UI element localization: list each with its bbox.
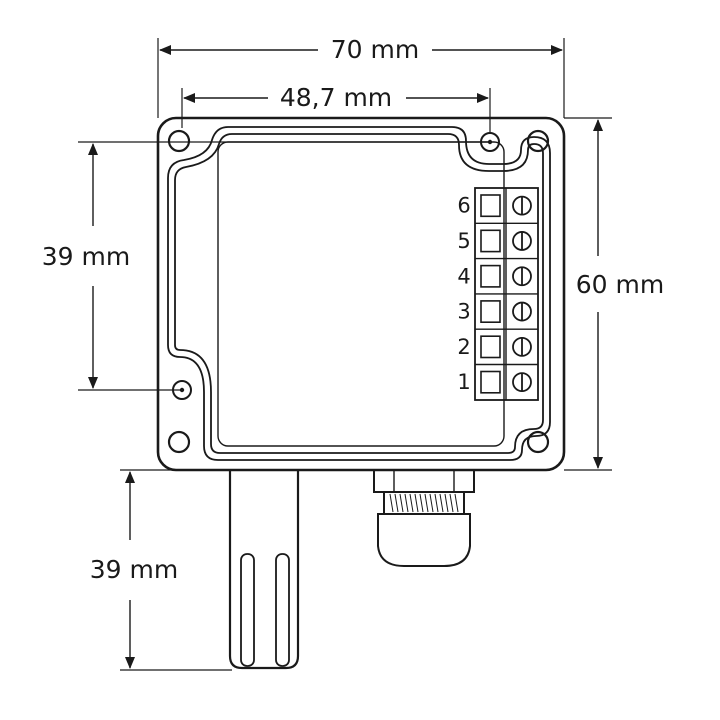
screw-top-left — [167, 129, 191, 153]
dimension-height-total: 60 mm — [564, 117, 664, 471]
lid-groove-outer — [167, 126, 551, 461]
screw-top-right — [526, 129, 550, 153]
gland-dome — [377, 513, 471, 567]
mounting-hole-top — [480, 132, 500, 152]
screw-bottom-right — [526, 430, 550, 454]
terminal-number: 2 — [457, 335, 470, 359]
dimension-width-holes: 48,7 mm — [181, 83, 491, 132]
probe-slot-right — [275, 553, 290, 667]
terminal-row: 2 — [457, 328, 538, 359]
dimension-width-total: 70 mm — [157, 35, 565, 118]
lid-groove-inner — [174, 133, 544, 454]
dimension-probe-length: 39 mm — [90, 469, 232, 671]
terminal-number: 3 — [457, 300, 470, 324]
dimension-label-width-holes: 48,7 mm — [280, 83, 392, 112]
terminal-wire-entry — [480, 194, 501, 218]
terminal-wire-entry — [480, 264, 501, 288]
terminal-number: 6 — [457, 194, 470, 218]
mounting-hole-left — [172, 380, 192, 400]
terminal-row: 4 — [457, 257, 538, 288]
dimension-label-height-holes: 39 mm — [42, 242, 130, 271]
lid-panel — [217, 141, 505, 447]
terminal-wire-entry — [480, 300, 501, 323]
terminal-row: 5 — [457, 222, 538, 253]
terminal-row: 1 — [457, 363, 538, 394]
gland-nut — [373, 469, 475, 493]
terminal-row: 3 — [457, 293, 538, 324]
housing-outer — [156, 116, 566, 472]
housing — [156, 116, 566, 472]
sensor-probe — [228, 470, 300, 670]
terminal-number: 5 — [457, 229, 470, 253]
dimension-label-height-total: 60 mm — [576, 270, 664, 299]
terminal-block: 6 5 4 3 2 1 — [457, 187, 539, 401]
screw-bottom-left — [167, 430, 191, 454]
dimension-label-width-total: 70 mm — [331, 35, 419, 64]
dimension-label-probe-length: 39 mm — [90, 555, 178, 584]
probe-tube — [228, 470, 300, 670]
terminal-wire-entry — [480, 335, 501, 359]
terminal-wire-entry — [480, 229, 501, 253]
terminal-wire-entry — [480, 370, 501, 394]
dimension-height-holes: 39 mm — [42, 141, 490, 391]
probe-slot-left — [240, 553, 255, 667]
terminal-row: 6 — [457, 194, 532, 218]
cable-gland — [373, 469, 475, 567]
terminal-number: 1 — [457, 370, 470, 394]
terminal-number: 4 — [457, 264, 470, 288]
